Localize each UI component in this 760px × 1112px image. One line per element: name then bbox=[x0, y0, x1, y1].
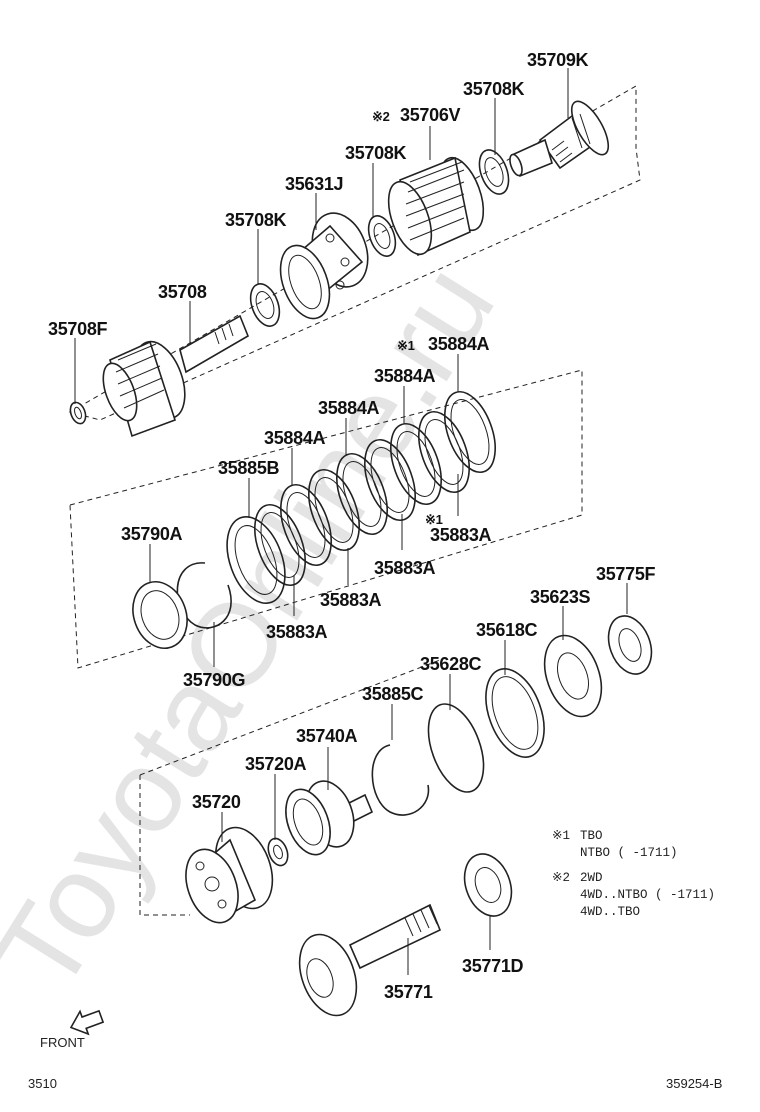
note1-line1: TBO bbox=[580, 829, 603, 843]
label-35708F: 35708F bbox=[48, 319, 108, 339]
part-35790G-snap-ring[interactable] bbox=[176, 562, 232, 629]
label-35884A-3: 35884A bbox=[318, 398, 380, 418]
part-35631J-drum[interactable] bbox=[271, 205, 377, 325]
label-35884A-1: 35884A bbox=[428, 334, 490, 354]
mark-35706V: ※2 bbox=[372, 109, 390, 124]
part-35884A-plate-2[interactable] bbox=[381, 417, 451, 511]
label-35708K-top: 35708K bbox=[463, 79, 525, 99]
part-35790A-ring[interactable] bbox=[124, 574, 196, 656]
label-35708: 35708 bbox=[158, 282, 207, 302]
label-35740A: 35740A bbox=[296, 726, 358, 746]
mark-35883A-1: ※1 bbox=[425, 512, 443, 527]
label-35883A-3: 35883A bbox=[320, 590, 382, 610]
label-35790A: 35790A bbox=[121, 524, 183, 544]
label-35883A-2: 35883A bbox=[374, 558, 436, 578]
arrow-icon bbox=[69, 1009, 105, 1036]
label-35884A-4: 35884A bbox=[264, 428, 326, 448]
label-35706V: 35706V bbox=[400, 105, 461, 125]
part-35709K-shaft[interactable] bbox=[508, 96, 616, 178]
part-35628C-ring[interactable] bbox=[418, 697, 495, 800]
label-35885C: 35885C bbox=[362, 684, 424, 704]
note1-line2: NTBO ( -1711) bbox=[580, 846, 678, 860]
label-35623S: 35623S bbox=[530, 587, 591, 607]
label-35708K-mid: 35708K bbox=[345, 143, 407, 163]
label-35775F: 35775F bbox=[596, 564, 656, 584]
label-35885B: 35885B bbox=[218, 458, 280, 478]
part-35740A-drum[interactable] bbox=[278, 775, 374, 861]
label-35709K: 35709K bbox=[527, 50, 589, 70]
note2-line2: 4WD..NTBO ( -1711) bbox=[580, 888, 715, 902]
part-35708K-washer-low[interactable] bbox=[245, 280, 284, 330]
label-35771: 35771 bbox=[384, 982, 433, 1002]
part-35883A-plate-2[interactable] bbox=[355, 433, 425, 527]
part-35771D-bearing[interactable] bbox=[456, 847, 519, 922]
mark-35884A-1: ※1 bbox=[397, 338, 415, 353]
note2-line1: 2WD bbox=[580, 871, 603, 885]
label-35720: 35720 bbox=[192, 792, 241, 812]
part-35775F-bearing[interactable] bbox=[601, 610, 659, 680]
part-35708-shaft-drum[interactable] bbox=[97, 314, 249, 438]
note2-mark: ※2 bbox=[552, 871, 570, 885]
part-35885B-pressure-plate[interactable] bbox=[216, 509, 296, 611]
part-35708F-washer[interactable] bbox=[68, 400, 89, 425]
part-35720A-washer[interactable] bbox=[265, 836, 291, 868]
label-35720A: 35720A bbox=[245, 754, 307, 774]
label-35884A-2: 35884A bbox=[374, 366, 436, 386]
part-35708K-washer-top[interactable] bbox=[474, 146, 514, 198]
part-35708K-washer-mid[interactable] bbox=[364, 212, 401, 260]
part-35706V-drum[interactable] bbox=[380, 152, 492, 260]
label-35771D: 35771D bbox=[462, 956, 524, 976]
label-35708K-low: 35708K bbox=[225, 210, 287, 230]
page-code: 3510 bbox=[28, 1076, 57, 1091]
lower-group-outline bbox=[139, 659, 441, 916]
part-35618C-ring[interactable] bbox=[475, 661, 555, 765]
label-35631J: 35631J bbox=[285, 174, 343, 194]
footnotes: ※1 TBO NTBO ( -1711) ※2 2WD 4WD..NTBO ( … bbox=[552, 829, 715, 919]
part-35720-gear[interactable] bbox=[176, 820, 282, 930]
label-35883A-1: 35883A bbox=[430, 525, 492, 545]
clutch-group-outline bbox=[69, 369, 583, 669]
diagram-id: 359254-B bbox=[666, 1076, 722, 1091]
note2-line3: 4WD..TBO bbox=[580, 905, 640, 919]
label-35883A-4: 35883A bbox=[266, 622, 328, 642]
leader-lines bbox=[74, 68, 628, 975]
part-35885C-snap-ring[interactable] bbox=[371, 744, 430, 816]
note1-mark: ※1 bbox=[552, 829, 570, 843]
front-label: FRONT bbox=[40, 1035, 85, 1050]
part-35771-output-shaft[interactable] bbox=[289, 903, 442, 1023]
label-35790G: 35790G bbox=[183, 670, 245, 690]
label-35618C: 35618C bbox=[476, 620, 538, 640]
label-35628C: 35628C bbox=[420, 654, 482, 674]
part-35623S-seal[interactable] bbox=[534, 628, 612, 725]
